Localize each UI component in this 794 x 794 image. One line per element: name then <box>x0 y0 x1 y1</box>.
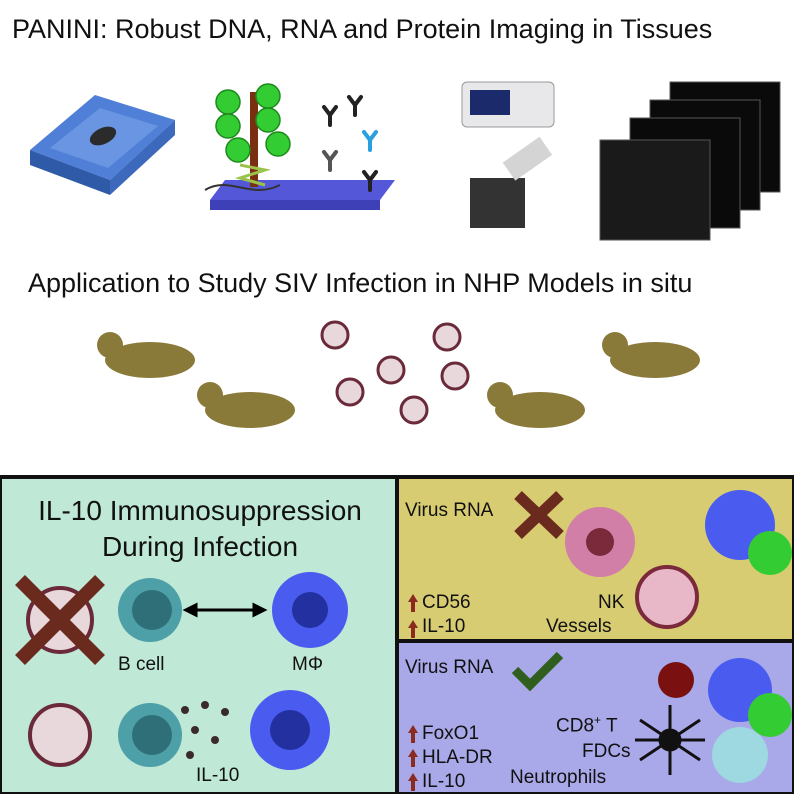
check-icon <box>511 651 564 692</box>
nk-label: NK <box>598 592 625 613</box>
il10-heading-1: IL-10 Immunosuppression <box>38 495 362 526</box>
fdcs-label: FDCs <box>582 741 631 762</box>
application-title: Application to Study SIV Infection in NH… <box>28 268 693 298</box>
cd56-label: CD56 <box>422 592 471 613</box>
il10-heading-2: During Infection <box>101 531 299 562</box>
bcell-icon <box>118 578 182 642</box>
neutrophils-label: Neutrophils <box>510 767 607 788</box>
cd8-label: CD8+ T <box>556 713 618 737</box>
neutrophil-icon <box>712 727 768 783</box>
virus-rna-label-1: Virus RNA <box>405 500 494 521</box>
image-stack-icon <box>599 81 781 241</box>
main-title: PANINI: Robust DNA, RNA and Protein Imag… <box>12 14 713 44</box>
il10-label-2: IL-10 <box>422 616 466 637</box>
bcell-icon-2 <box>118 703 182 767</box>
macrophage-icon-2 <box>250 690 330 770</box>
cross-virus-icon <box>15 575 105 665</box>
bcell-label: B cell <box>118 654 165 675</box>
macrophage-icon-3 <box>705 490 792 575</box>
macrophage-icon-4 <box>708 658 792 737</box>
virus-rna-label-2: Virus RNA <box>405 657 494 678</box>
il10-label-3: IL-10 <box>422 771 466 792</box>
fdc-icon <box>635 705 705 775</box>
hladr-label: HLA-DR <box>422 747 493 768</box>
nk-cell-icon <box>565 507 635 577</box>
macrophage-label: MΦ <box>292 654 323 675</box>
infected-virus-icon <box>28 703 92 767</box>
cross-icon <box>514 491 564 539</box>
slide-icon <box>30 95 175 195</box>
microscope-icon <box>461 81 555 228</box>
antibody-icon <box>322 95 378 192</box>
probe-icon <box>204 83 395 210</box>
up-arrow-icons <box>408 594 418 791</box>
il10-particles-icon <box>181 701 229 759</box>
foxo1-label: FoxO1 <box>422 723 480 744</box>
il10-label: IL-10 <box>196 765 240 786</box>
monkey-icon <box>97 332 700 428</box>
macrophage-icon <box>272 572 348 648</box>
vessel-icon <box>635 565 699 629</box>
vessels-label: Vessels <box>546 616 612 637</box>
virus-icon <box>320 320 470 425</box>
cd8-cell-icon <box>658 662 694 698</box>
